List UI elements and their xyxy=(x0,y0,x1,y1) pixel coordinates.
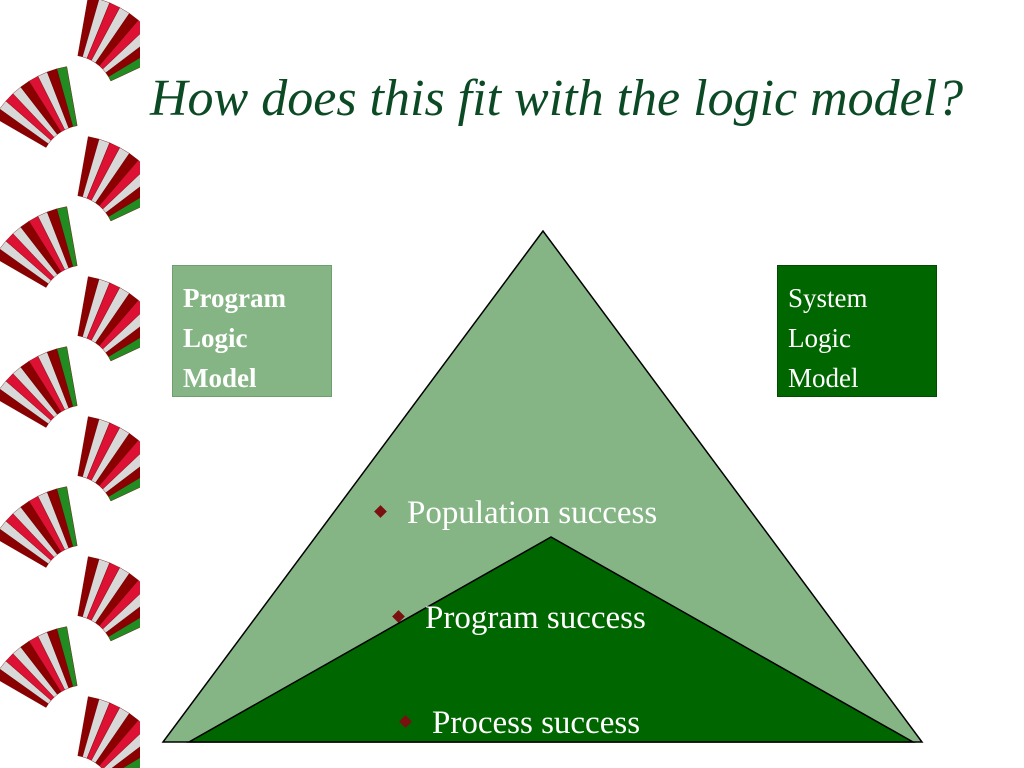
ribbon-segment xyxy=(77,0,140,82)
decorative-ribbon-border xyxy=(0,0,140,768)
ribbon-stripe xyxy=(77,0,100,58)
ribbon-segment xyxy=(0,346,78,428)
ribbon-stripe xyxy=(56,66,78,127)
ribbon-stripe xyxy=(99,579,140,630)
ribbon-stripe xyxy=(0,388,49,428)
ribbon-stripe xyxy=(102,173,140,214)
ribbon-segment xyxy=(77,136,140,222)
ribbon-segment xyxy=(77,556,140,642)
ribbon-segment xyxy=(0,66,78,148)
ribbon-stripe xyxy=(111,746,140,768)
ribbon-stripe xyxy=(0,248,49,288)
ribbon-segment xyxy=(77,416,140,502)
ribbon-stripe xyxy=(102,313,140,354)
ribbon-stripe xyxy=(102,33,140,74)
ribbon-stripe xyxy=(56,206,78,267)
ribbon-stripe xyxy=(108,617,140,642)
program-box-line: Model xyxy=(183,363,257,393)
ribbon-stripe xyxy=(105,186,140,217)
system-box-line: Model xyxy=(788,363,859,393)
ribbon-stripe xyxy=(99,19,140,70)
level-label: Population success xyxy=(407,495,658,531)
ribbon-stripe xyxy=(103,733,140,768)
slide-title: How does this fit with the logic model? xyxy=(150,70,964,127)
program-box-line: Program xyxy=(183,283,286,313)
ribbon-stripe xyxy=(0,108,49,148)
diamond-bullet-icon xyxy=(399,715,412,728)
ribbon-stripe xyxy=(99,159,140,210)
pyramid-level-program: Program success xyxy=(392,598,646,638)
ribbon-stripe xyxy=(108,57,140,82)
diamond-bullet-icon xyxy=(392,610,405,623)
ribbon-stripe xyxy=(56,626,78,687)
ribbon-stripe xyxy=(102,453,140,494)
ribbon-stripe xyxy=(105,326,140,357)
ribbon-stripe xyxy=(0,528,49,568)
ribbon-stripe xyxy=(105,466,140,497)
inner-triangle xyxy=(186,536,916,743)
system-box-line: System xyxy=(788,283,868,313)
ribbon-segment xyxy=(77,276,140,362)
program-logic-model-box: Program Logic Model xyxy=(172,265,332,397)
ribbon-stripe xyxy=(108,337,140,362)
ribbon-stripe xyxy=(99,299,140,350)
ribbon-segment xyxy=(0,486,78,568)
program-box-line: Logic xyxy=(183,323,248,353)
ribbon-stripe xyxy=(56,486,78,547)
ribbon-stripe xyxy=(56,346,78,407)
ribbon-stripe xyxy=(105,46,140,77)
ribbon-stripe xyxy=(108,477,140,502)
ribbon-segment xyxy=(0,626,78,708)
ribbon-segment xyxy=(77,696,140,768)
level-label: Program success xyxy=(425,600,646,636)
ribbon-stripe xyxy=(99,439,140,490)
ribbon-stripe xyxy=(122,757,140,768)
ribbon-stripe xyxy=(105,606,140,637)
ribbon-stripe xyxy=(102,593,140,634)
ribbon-stripe xyxy=(108,197,140,222)
ribbon-segment xyxy=(0,206,78,288)
system-box-line: Logic xyxy=(788,323,851,353)
pyramid-level-population: Population success xyxy=(374,493,658,533)
pyramid-level-process: Process success xyxy=(399,703,641,743)
system-logic-model-box: System Logic Model xyxy=(777,265,937,397)
level-label: Process success xyxy=(432,705,641,741)
ribbon-stripe xyxy=(0,668,49,708)
diamond-bullet-icon xyxy=(374,505,387,518)
